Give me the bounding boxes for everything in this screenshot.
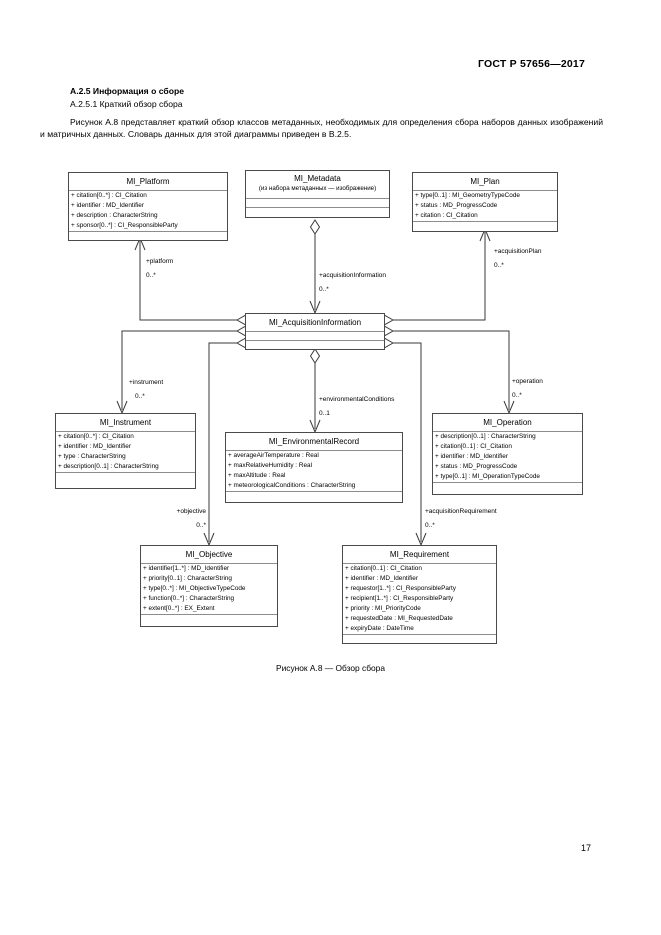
class-attribute: + identifier : MD_Identifier <box>71 202 144 209</box>
class-title: MI_Requirement <box>343 546 496 564</box>
class-attribute: + status : MD_ProgressCode <box>435 463 518 470</box>
class-attributes-compartment <box>246 332 384 341</box>
assoc-role-acquisition-information: +acquisitionInformation <box>319 272 387 279</box>
class-title: MI_Operation <box>433 414 582 432</box>
class-stereotype: (из набора метаданных — изображение) <box>258 185 377 192</box>
class-title: MI_Platform <box>69 173 227 191</box>
assoc-mult-acquisition-plan: 0..* <box>494 262 504 269</box>
assoc-mult-objective: 0..* <box>196 522 206 529</box>
class-attribute: + averageAirTemperature : Real <box>228 452 319 459</box>
assoc-role-objective: +objective <box>176 508 206 515</box>
uml-class-mi-objective[interactable]: MI_Objective + identifier[1..*] : MD_Ide… <box>140 545 278 627</box>
class-title: MI_Plan <box>413 173 557 191</box>
uml-class-mi-environmentalrecord[interactable]: MI_EnvironmentalRecord + averageAirTempe… <box>225 432 403 503</box>
class-operations-compartment <box>246 208 389 217</box>
uml-class-diagram: MI_Platform + citation[0..*] : CI_Citati… <box>55 170 583 644</box>
class-attributes: + averageAirTemperature : Real + maxRelat… <box>226 451 402 492</box>
class-attribute: + priority : MI_PriorityCode <box>345 605 421 612</box>
class-attribute: + citation[0..1] : CI_Citation <box>435 443 512 450</box>
subsection-heading: А.2.5.1 Краткий обзор сбора <box>70 99 183 109</box>
class-attribute: + description : CharacterString <box>71 212 158 219</box>
class-attributes: + type[0..1] : MI_GeometryTypeCode + stat… <box>413 191 557 222</box>
document-standard-header: ГОСТ Р 57656—2017 <box>477 58 585 70</box>
class-operations-compartment <box>433 483 582 494</box>
uml-class-mi-platform[interactable]: MI_Platform + citation[0..*] : CI_Citati… <box>68 172 228 241</box>
class-attribute: + expiryDate : DateTime <box>345 625 414 632</box>
class-operations-compartment <box>226 492 402 502</box>
assoc-role-acquisition-requirement: +acquisitionRequirement <box>425 508 497 515</box>
assoc-role-operation: +operation <box>512 378 543 385</box>
class-attribute: + type[0..*] : MI_ObjectiveTypeCode <box>143 585 246 592</box>
class-attribute: + requestor[1..*] : CI_ResponsibleParty <box>345 585 457 592</box>
uml-class-mi-operation[interactable]: MI_Operation + description[0..1] : Chara… <box>432 413 583 495</box>
class-attribute: + function[0..*] : CharacterString <box>143 595 235 602</box>
uml-class-mi-acquisitioninformation[interactable]: MI_AcquisitionInformation <box>245 313 385 350</box>
class-title: MI_Instrument <box>56 414 195 432</box>
uml-class-mi-plan[interactable]: MI_Plan + type[0..1] : MI_GeometryTypeCo… <box>412 172 558 232</box>
class-attributes: + identifier[1..*] : MD_Identifier + prio… <box>141 564 277 615</box>
class-attribute: + requestedDate : MI_RequestedDate <box>345 615 453 622</box>
class-operations-compartment <box>343 635 496 643</box>
class-attribute: + maxRelativeHumidity : Real <box>228 462 312 469</box>
class-operations-compartment <box>141 615 277 626</box>
class-operations-compartment <box>246 341 384 349</box>
class-operations-compartment <box>56 473 195 488</box>
body-paragraph: Рисунок А.8 представляет краткий обзор к… <box>40 117 603 139</box>
class-attribute: + identifier : MD_Identifier <box>435 453 508 460</box>
class-attributes: + citation[0..1] : CI_Citation + identifi… <box>343 564 496 635</box>
class-attribute: + type[0..1] : MI_GeometryTypeCode <box>415 192 520 199</box>
uml-class-mi-metadata[interactable]: MI_Metadata (из набора метаданных — изоб… <box>245 170 390 218</box>
class-attribute: + maxAltitude : Real <box>228 472 286 479</box>
section-heading: А.2.5 Информация о сборе <box>70 86 184 96</box>
class-attribute: + sponsor[0..*] : CI_ResponsibleParty <box>71 222 178 229</box>
class-attribute: + citation[0..*] : CI_Citation <box>58 433 134 440</box>
assoc-mult-platform: 0..* <box>146 272 156 279</box>
assoc-mult-acquisition-information: 0..* <box>319 286 329 293</box>
assoc-role-instrument: +instrument <box>129 379 164 386</box>
assoc-mult-operation: 0..* <box>512 392 522 399</box>
assoc-mult-environmental-conditions: 0..1 <box>319 410 330 417</box>
class-operations-compartment <box>413 222 557 231</box>
class-attribute: + identifier[1..*] : MD_Identifier <box>143 565 230 572</box>
class-attribute: + extent[0..*] : EX_Extent <box>143 605 215 612</box>
class-attribute: + type : CharacterString <box>58 453 126 460</box>
page-number: 17 <box>580 843 591 853</box>
class-attributes: + citation[0..*] : CI_Citation + identifi… <box>69 191 227 232</box>
class-attributes: + description[0..1] : CharacterString + c… <box>433 432 582 483</box>
class-title-block: MI_Metadata (из набора метаданных — изоб… <box>246 171 389 199</box>
class-attributes: + citation[0..*] : CI_Citation + identifi… <box>56 432 195 473</box>
assoc-role-platform: +platform <box>146 258 174 265</box>
assoc-role-environmental-conditions: +environmentalConditions <box>319 396 395 403</box>
class-attribute: + identifier : MD_Identifier <box>345 575 418 582</box>
class-attribute: + identifier : MD_Identifier <box>58 443 131 450</box>
class-attribute: + meteorologicalConditions : CharacterSt… <box>228 482 356 489</box>
assoc-mult-instrument: 0..* <box>135 393 145 400</box>
class-attribute: + description[0..1] : CharacterString <box>58 463 159 470</box>
class-attribute: + citation[0..*] : CI_Citation <box>71 192 147 199</box>
figure-caption: Рисунок А.8 — Обзор сбора <box>276 663 385 673</box>
assoc-mult-acquisition-requirement: 0..* <box>425 522 435 529</box>
class-attribute: + status : MD_ProgressCode <box>415 202 498 209</box>
class-attribute: + recipient[1..*] : CI_ResponsibleParty <box>345 595 454 602</box>
class-title: MI_AcquisitionInformation <box>246 314 384 332</box>
class-attribute: + priority[0..1] : CharacterString <box>143 575 232 582</box>
uml-class-mi-instrument[interactable]: MI_Instrument + citation[0..*] : CI_Cita… <box>55 413 196 489</box>
diagram-connectors <box>116 219 515 547</box>
class-title: MI_Metadata <box>294 174 341 183</box>
class-title: MI_EnvironmentalRecord <box>226 433 402 451</box>
class-attribute: + description[0..1] : CharacterString <box>435 433 536 440</box>
class-title: MI_Objective <box>141 546 277 564</box>
class-attribute: + citation : CI_Citation <box>415 212 478 219</box>
assoc-role-acquisition-plan: +acquisitionPlan <box>494 248 542 255</box>
class-attributes-compartment <box>246 199 389 208</box>
class-operations-compartment <box>69 232 227 240</box>
class-attribute: + citation[0..1] : CI_Citation <box>345 565 422 572</box>
uml-class-mi-requirement[interactable]: MI_Requirement + citation[0..1] : CI_Cit… <box>342 545 497 644</box>
class-attribute: + type[0..1] : MI_OperationTypeCode <box>435 473 540 480</box>
